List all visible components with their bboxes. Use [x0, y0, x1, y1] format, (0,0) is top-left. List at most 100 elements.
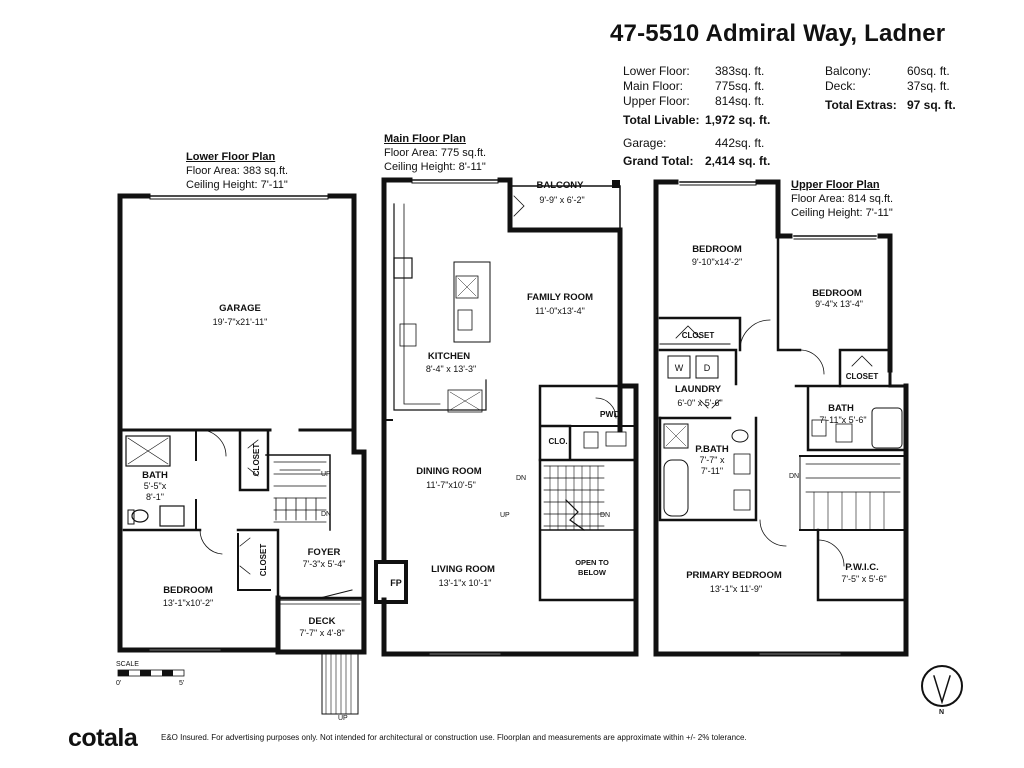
lower-plan-area: Floor Area: 383 sq.ft. — [186, 165, 289, 177]
value: 1,972 sq. ft. — [705, 113, 771, 127]
bedroom-upper-2-label: BEDROOM — [812, 288, 862, 299]
open-to-below-label-2: BELOW — [578, 568, 607, 577]
lower-floor-walls — [117, 193, 367, 715]
closet-lower-2-label: CLOSET — [259, 544, 268, 577]
balcony-label: BALCONY — [537, 180, 585, 191]
value: 60sq. ft. — [907, 64, 950, 79]
closet-upper-2-label: CLOSET — [846, 372, 879, 381]
bath-upper-dim: 7'-11"x 5'-6" — [819, 415, 866, 425]
pbath-label: P.BATH — [695, 444, 729, 455]
lower-value: 383 — [715, 64, 736, 78]
bedroom-upper-2-dim: 9'-4"x 13'-4" — [815, 299, 863, 309]
foyer-dim: 7'-3"x 5'-4" — [303, 559, 346, 569]
lower-unit: sq. ft. — [735, 64, 765, 78]
main-floor-area: Main Floor: 775sq. ft. — [623, 79, 764, 94]
value: 442sq. ft. — [715, 136, 764, 151]
kitchen-label: KITCHEN — [428, 351, 470, 362]
pwd-label: PWD. — [600, 409, 622, 419]
closet-upper-1-label: CLOSET — [682, 331, 715, 340]
total-livable: Total Livable: 1,972 sq. ft. — [623, 113, 770, 128]
balcony-value: 60 — [907, 64, 921, 78]
label: Grand Total: — [623, 154, 694, 168]
clo-label: CLO. — [548, 437, 567, 446]
label: Balcony: — [825, 64, 872, 78]
closet-lower-1-label: CLOSET — [252, 444, 261, 477]
garage-value: 442 — [715, 136, 736, 150]
upper-floor-area: Upper Floor: 814sq. ft. — [623, 94, 764, 109]
value: 814sq. ft. — [715, 94, 764, 109]
bedroom-upper-1-dim: 9'-10"x14'-2" — [692, 257, 742, 267]
deck-unit: sq. ft. — [920, 79, 950, 93]
deck-value: 37 — [907, 79, 921, 93]
kitchen-dim: 8'-4" x 13'-3" — [426, 364, 476, 374]
scale-bar — [117, 669, 185, 677]
deck-area: Deck: 37sq. ft. — [825, 79, 950, 94]
deck-label: DECK — [309, 616, 336, 627]
garage-area: Garage: 442sq. ft. — [623, 136, 764, 151]
upper-plan-header: Upper Floor Plan Floor Area: 814 sq.ft. … — [791, 178, 893, 220]
value: 775sq. ft. — [715, 79, 764, 94]
area-summary: Lower Floor: 383sq. ft. Main Floor: 775s… — [623, 64, 1003, 174]
main-floor-walls — [374, 177, 639, 657]
main-plan-header: Main Floor Plan Floor Area: 775 sq.ft. C… — [384, 132, 486, 174]
main-plan-area: Floor Area: 775 sq.ft. — [384, 147, 487, 159]
stair-dn-upper: DN — [789, 473, 799, 480]
balcony-unit: sq. ft. — [920, 64, 950, 78]
property-address-title: 47-5510 Admiral Way, Ladner — [610, 20, 946, 47]
garage-unit: sq. ft. — [735, 136, 765, 150]
label: Upper Floor: — [623, 94, 690, 108]
family-room-label: FAMILY ROOM — [527, 292, 593, 303]
total-extras: Total Extras: 97 sq. ft. — [825, 98, 956, 113]
living-room-label: LIVING ROOM — [431, 564, 495, 575]
value: 97 sq. ft. — [907, 98, 956, 112]
upper-unit: sq. ft. — [735, 94, 765, 108]
value: 37sq. ft. — [907, 79, 950, 94]
stair-up-lower: UP — [321, 471, 331, 478]
upper-value: 814 — [715, 94, 736, 108]
value: 383sq. ft. — [715, 64, 764, 79]
dryer-label: D — [704, 363, 711, 373]
stair-dn-main-2: DN — [600, 512, 610, 519]
garage-dim: 19'-7"x21'-11" — [213, 317, 268, 327]
north-compass — [921, 665, 963, 707]
lower-plan-header: Lower Floor Plan Floor Area: 383 sq.ft. … — [186, 150, 288, 192]
upper-plan-name: Upper Floor Plan — [791, 179, 880, 191]
bedroom-lower-label: BEDROOM — [163, 585, 213, 596]
stair-up-deck: UP — [338, 715, 348, 722]
bath-upper-label: BATH — [828, 403, 854, 414]
disclaimer-text: E&O Insured. For advertising purposes on… — [161, 733, 747, 742]
lower-plan-ceiling: Ceiling Height: 7'-11" — [186, 179, 288, 191]
pwic-label: P.W.I.C. — [845, 562, 879, 573]
lower-floor-area: Lower Floor: 383sq. ft. — [623, 64, 764, 79]
fireplace-label: FP — [390, 578, 402, 588]
upper-floor-walls — [653, 179, 909, 657]
pbath-dim2: 7'-11" — [701, 466, 723, 476]
label: Total Extras: — [825, 98, 897, 112]
bedroom-upper-1-label: BEDROOM — [692, 244, 742, 255]
garage-label: GARAGE — [219, 303, 261, 314]
foyer-label: FOYER — [308, 547, 341, 558]
family-room-dim: 11'-0"x13'-4" — [535, 306, 585, 316]
deck-dim: 7'-7" x 4'-8" — [299, 628, 344, 638]
dining-room-label: DINING ROOM — [416, 466, 482, 477]
label: Lower Floor: — [623, 64, 690, 78]
label: Garage: — [623, 136, 667, 150]
north-label: N — [939, 709, 944, 716]
dining-room-dim: 11'-7"x10'-5" — [426, 480, 476, 490]
laundry-dim: 6'-0" x 5'-6" — [677, 398, 722, 408]
scale-start: 0' — [116, 680, 121, 687]
primary-bedroom-dim: 13'-1"x 11'-9" — [710, 584, 762, 594]
scale-end: 5' — [179, 680, 184, 687]
upper-plan-ceiling: Ceiling Height: 7'-11" — [791, 207, 893, 219]
stair-up-main: UP — [500, 512, 510, 519]
bath-lower-dim2: 8'-1" — [146, 492, 164, 502]
main-unit: sq. ft. — [735, 79, 765, 93]
open-to-below-label-1: OPEN TO — [575, 558, 609, 567]
label: Main Floor: — [623, 79, 684, 93]
label: Deck: — [825, 79, 856, 93]
bath-lower-dim1: 5'-5"x — [144, 481, 167, 491]
bath-lower-label: BATH — [142, 470, 168, 481]
stair-dn-lower: DN — [321, 511, 331, 518]
grand-total: Grand Total: 2,414 sq. ft. — [623, 154, 770, 169]
